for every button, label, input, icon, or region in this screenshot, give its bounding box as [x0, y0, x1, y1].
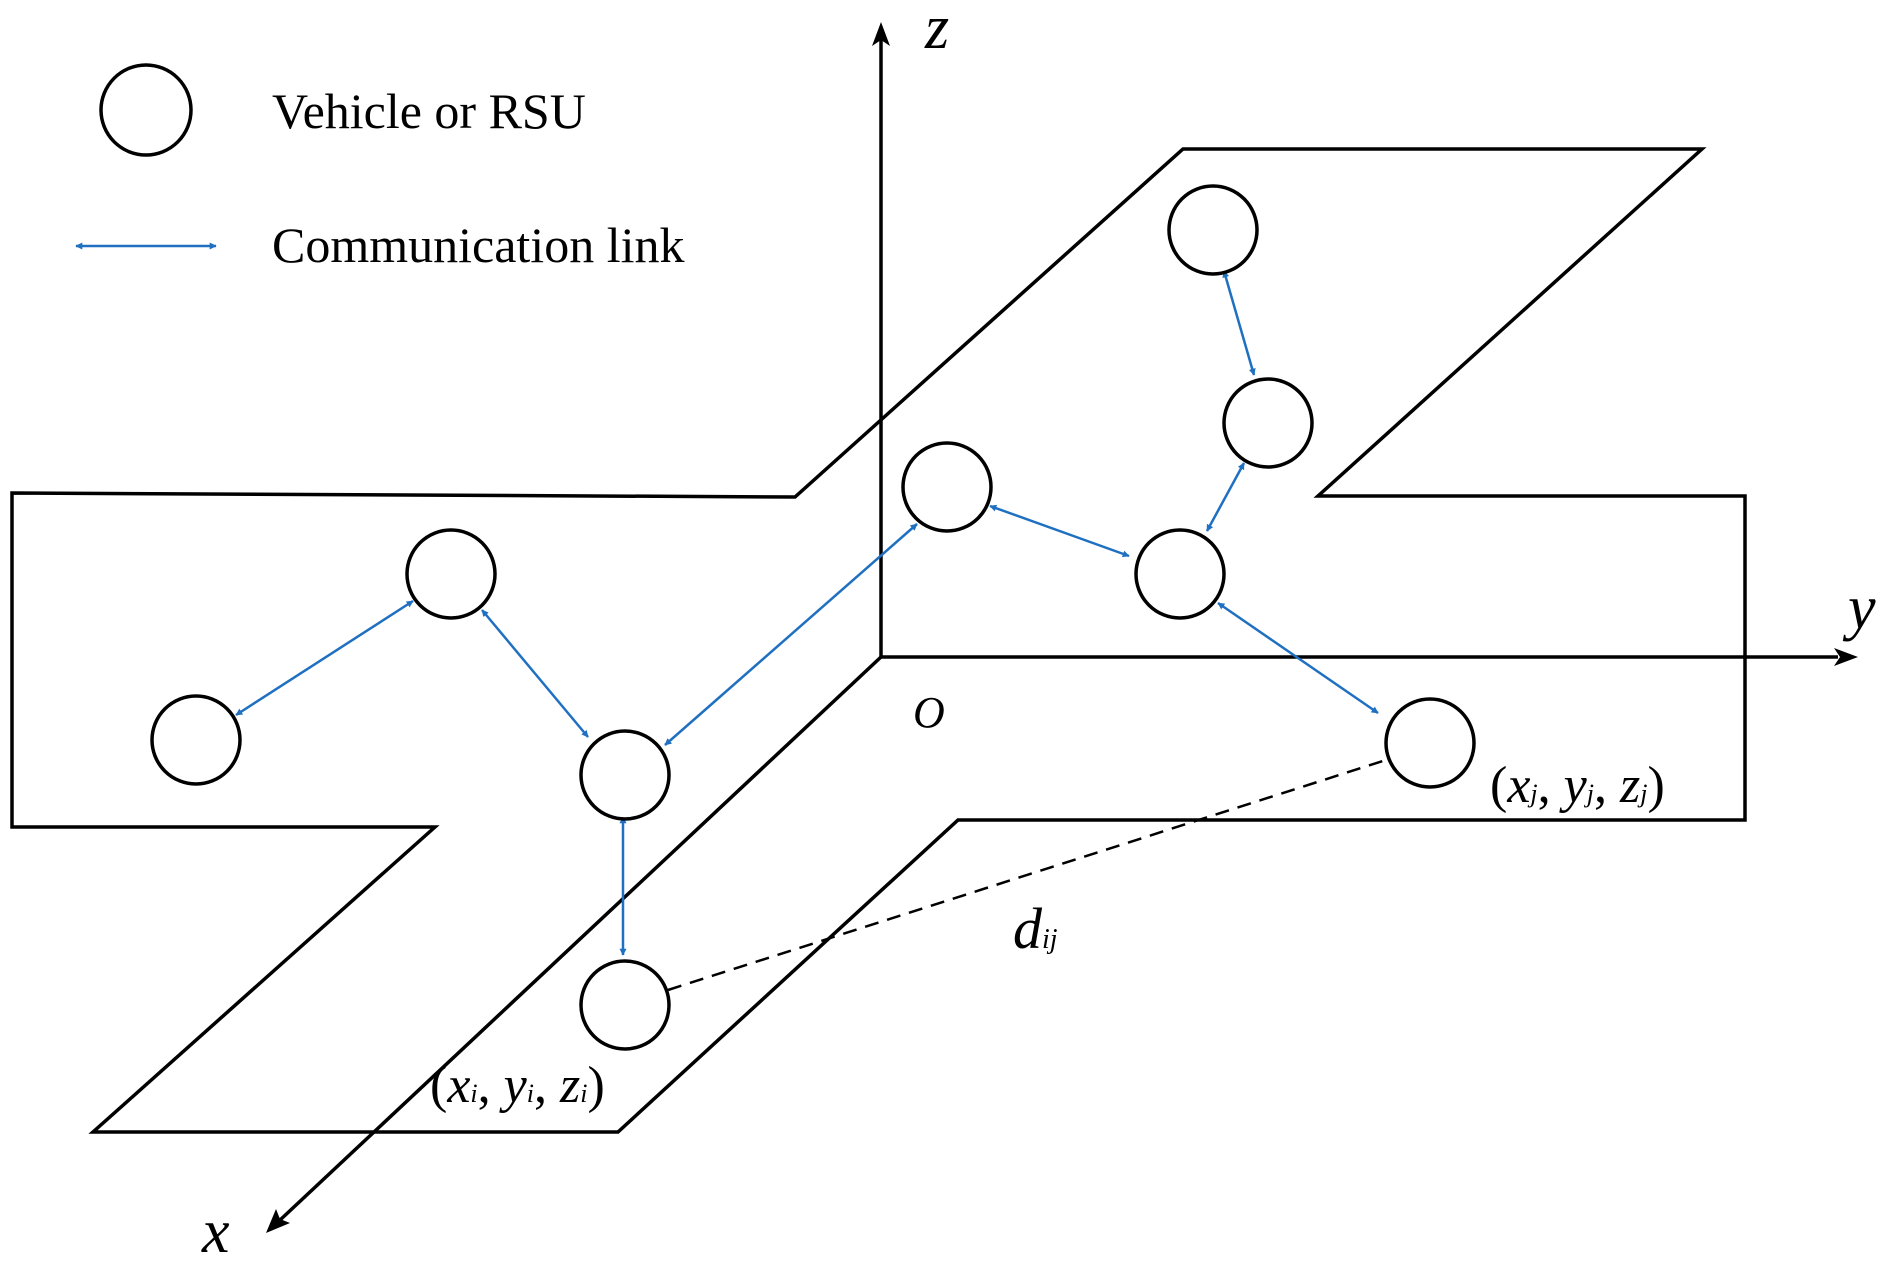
coord-x-sub: i	[470, 1079, 477, 1108]
y-axis-label: y	[1842, 574, 1876, 642]
communication-link	[1217, 601, 1379, 715]
x-axis-line	[277, 655, 883, 1223]
distance-main: d	[1013, 896, 1043, 961]
legend: Vehicle or RSU Communication link	[75, 63, 684, 273]
coord-x: x	[446, 1057, 470, 1114]
z-axis-arrowhead	[872, 22, 890, 46]
y-axis-arrowhead	[1834, 648, 1858, 666]
coord-y-sub: i	[527, 1079, 534, 1108]
node-i-coordinates: (xi, yi, zi)	[430, 1057, 605, 1114]
distance-sub: ij	[1042, 924, 1058, 955]
vehicle-node	[1134, 528, 1226, 620]
communication-link	[989, 504, 1130, 558]
distance-line	[667, 758, 1387, 992]
x-axis-arrowhead	[266, 1209, 290, 1233]
legend-link-label: Communication link	[272, 217, 684, 273]
coord-y: y	[1559, 757, 1588, 814]
vehicle-node-i	[579, 959, 671, 1051]
communication-link	[481, 609, 589, 738]
vehicle-node	[1167, 184, 1259, 276]
road-plane-main	[10, 147, 1747, 1134]
coord-y: y	[499, 1057, 528, 1114]
coord-y-sub: j	[1584, 779, 1594, 808]
coord-close: )	[1647, 757, 1664, 814]
coord-open: (	[1490, 757, 1507, 814]
distance-label: dij	[1013, 896, 1058, 961]
coord-x-sub: j	[1527, 779, 1537, 808]
vehicle-node	[405, 528, 497, 620]
vehicle-node	[150, 694, 242, 786]
coord-sep: ,	[1594, 757, 1620, 814]
legend-node-label: Vehicle or RSU	[272, 83, 586, 139]
coord-z: z	[1619, 757, 1640, 814]
vehicle-node	[901, 441, 993, 533]
coord-x: x	[1506, 757, 1530, 814]
communication-link	[664, 523, 918, 746]
legend-node-icon	[99, 63, 193, 157]
communication-link	[235, 599, 414, 717]
vehicle-node	[1222, 377, 1314, 469]
communication-links	[235, 270, 1379, 956]
coord-sep: ,	[478, 1057, 504, 1114]
coord-open: (	[430, 1057, 447, 1114]
origin-label: O	[913, 688, 945, 737]
x-axis-label: x	[201, 1198, 230, 1264]
coord-close: )	[587, 1057, 604, 1114]
vehicle-node-j	[1384, 697, 1476, 789]
coord-z-sub: j	[1637, 779, 1647, 808]
communication-link	[1205, 462, 1246, 532]
coord-z: z	[559, 1057, 580, 1114]
coord-sep: ,	[1538, 757, 1564, 814]
coord-z-sub: i	[580, 1079, 587, 1108]
z-axis-label: z	[924, 0, 949, 62]
nodes	[150, 184, 1476, 1051]
node-j-coordinates: (xj, yj, zj)	[1490, 757, 1665, 814]
communication-link	[1222, 270, 1256, 376]
coord-sep: ,	[534, 1057, 560, 1114]
vehicle-node	[579, 729, 671, 821]
